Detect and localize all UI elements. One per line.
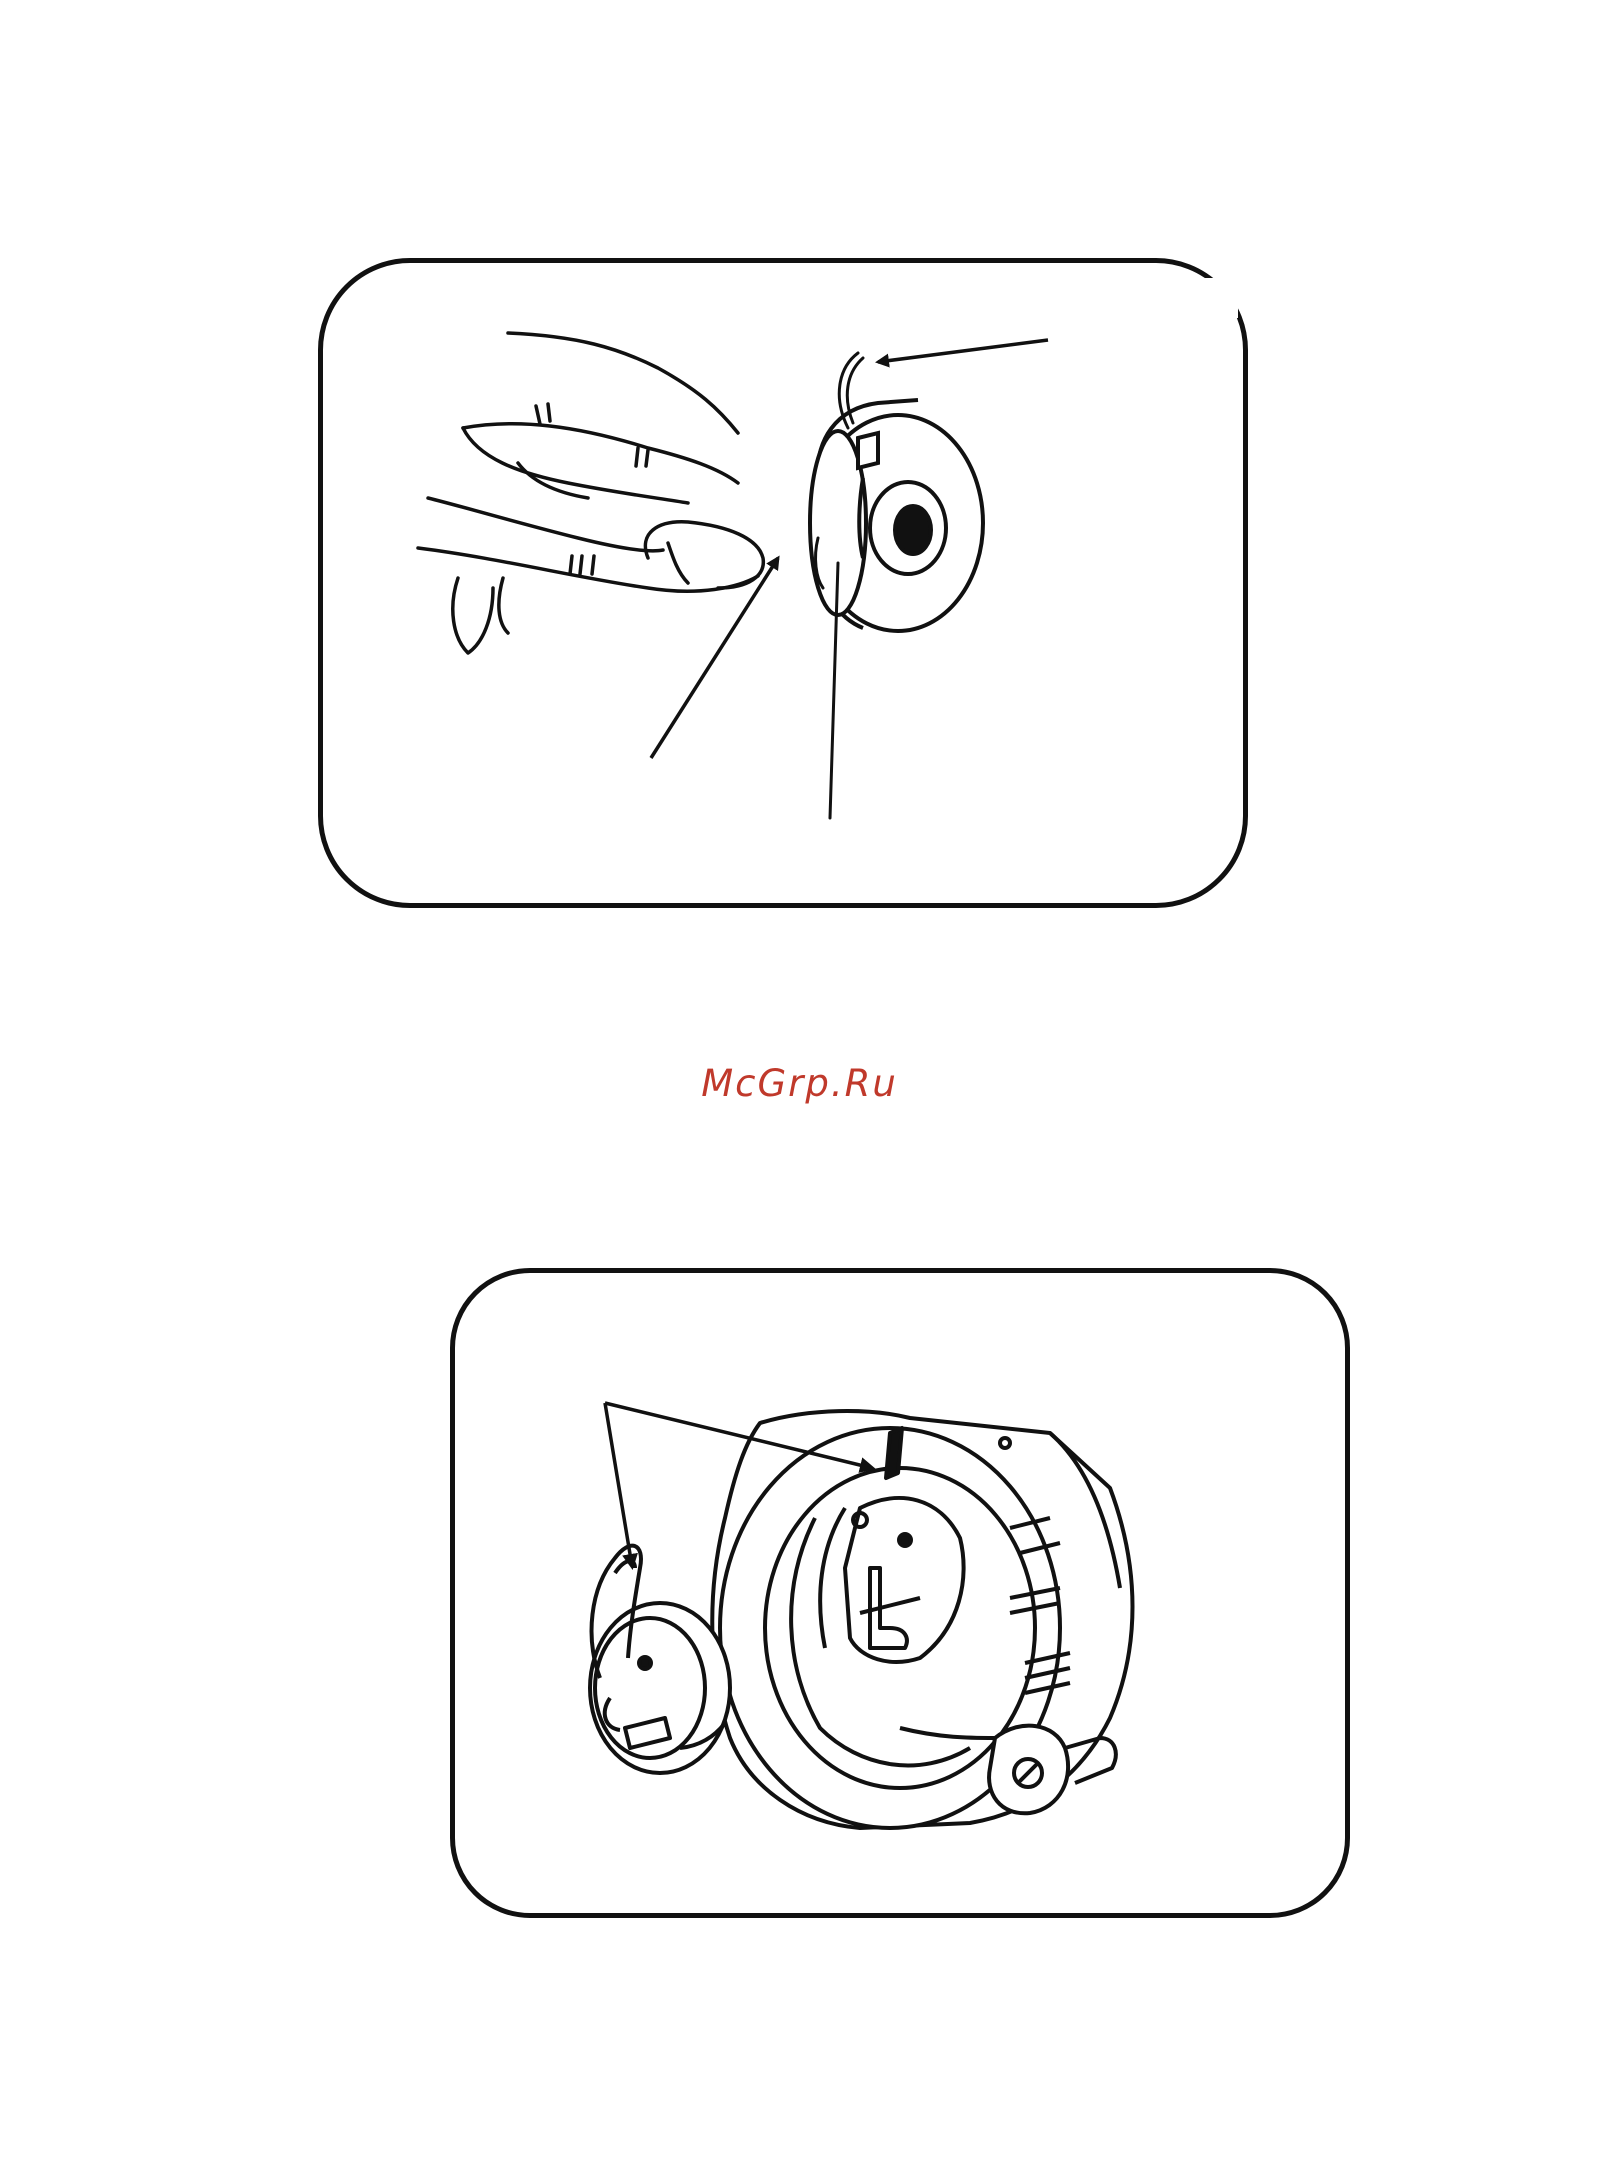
bobbin-case-icon (590, 1546, 730, 1773)
hand-icon (418, 333, 763, 653)
figure-bobbin-case-insertion (450, 1268, 1350, 1918)
figure-bobbin-threading (318, 258, 1248, 908)
rotary-hook-icon (712, 1411, 1132, 1828)
bobbin-threading-illustration (318, 258, 1248, 908)
bobbin-case-insertion-illustration (450, 1268, 1350, 1918)
watermark-text: McGrp.Ru (0, 1062, 1599, 1105)
